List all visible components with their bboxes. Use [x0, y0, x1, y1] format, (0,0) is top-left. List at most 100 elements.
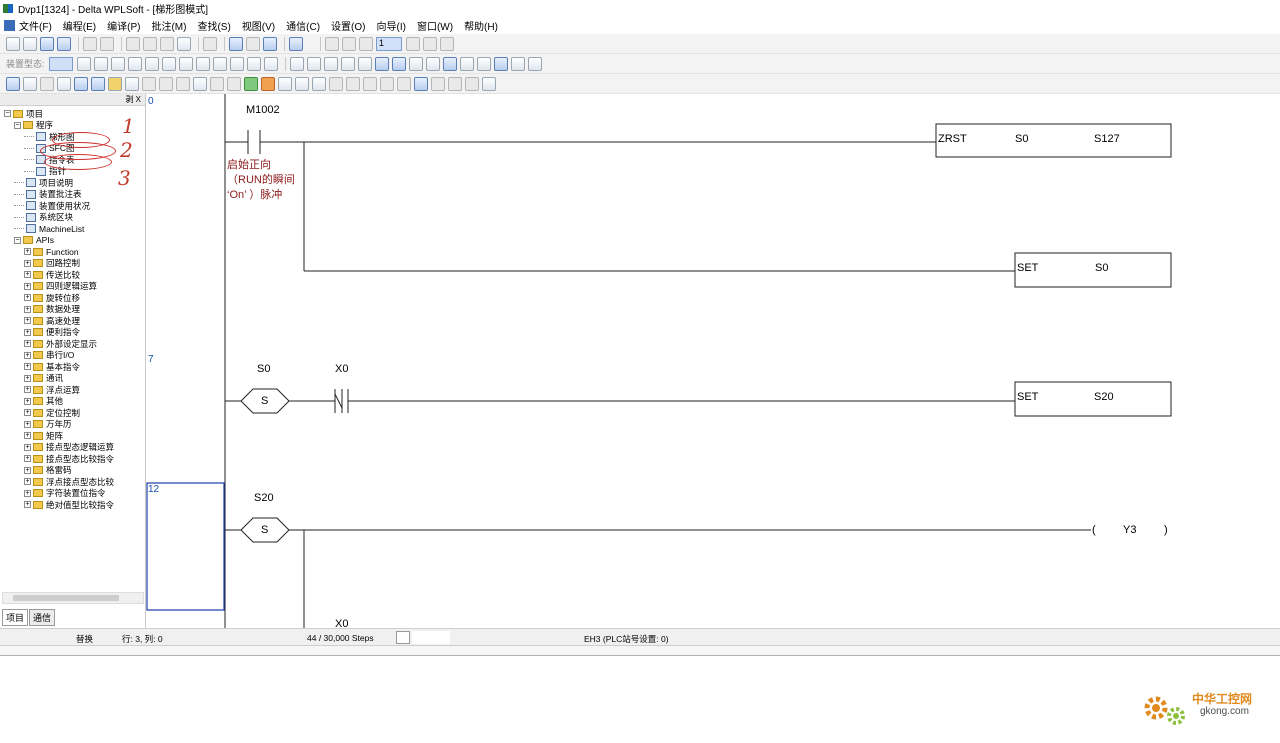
menu-file[interactable]: 文件(F)	[19, 21, 52, 33]
status-icon[interactable]	[278, 76, 292, 91]
parallel-falling-icon[interactable]	[195, 56, 210, 71]
transfer-icon[interactable]	[440, 36, 454, 51]
parallel-no-icon[interactable]	[144, 56, 159, 71]
network-icon[interactable]	[476, 56, 491, 71]
contact-nc-icon[interactable]	[93, 56, 108, 71]
expand-icon[interactable]: +	[24, 374, 31, 382]
zoom-in-icon[interactable]	[229, 36, 243, 51]
help-icon[interactable]	[289, 36, 303, 51]
expand-icon[interactable]: +	[24, 501, 31, 509]
tree-item[interactable]: 系统区块	[0, 212, 145, 224]
reset-icon[interactable]	[380, 76, 394, 91]
run-icon[interactable]	[244, 76, 258, 91]
zoom-out-icon[interactable]	[246, 36, 260, 51]
tree-item[interactable]: 装置批注表	[0, 189, 145, 201]
menu-compile[interactable]: 编译(P)	[107, 21, 141, 33]
contact-m1002[interactable]: M1002	[246, 104, 280, 116]
device-type-input[interactable]	[48, 56, 73, 71]
tree-item[interactable]: +回路控制	[0, 258, 145, 270]
horizontal-line-icon[interactable]	[246, 56, 261, 71]
menu-edit[interactable]: 编程(E)	[62, 21, 97, 33]
expand-icon[interactable]: +	[24, 363, 31, 371]
write-plc-icon[interactable]	[159, 76, 173, 91]
expand-icon[interactable]: +	[24, 328, 31, 336]
tree-item[interactable]: −程序	[0, 120, 145, 132]
coil-y3[interactable]: Y3	[1123, 524, 1137, 536]
collapse-icon[interactable]: −	[14, 236, 21, 244]
paste-icon[interactable]	[160, 36, 174, 51]
monitor-stop-icon[interactable]	[406, 36, 420, 51]
panel-close-icon[interactable]: 剥 X	[125, 95, 141, 104]
expand-icon[interactable]: +	[24, 282, 31, 290]
decompile-icon[interactable]	[40, 76, 54, 91]
tree-item[interactable]: +定位控制	[0, 407, 145, 419]
tree-item[interactable]: +其他	[0, 396, 145, 408]
tree-item[interactable]: +高速处理	[0, 315, 145, 327]
tree-item[interactable]: +数据处理	[0, 304, 145, 316]
expand-icon[interactable]: +	[24, 409, 31, 417]
sfc-icon[interactable]	[391, 56, 406, 71]
find-device-icon[interactable]	[431, 76, 445, 91]
comment-mode-icon[interactable]	[425, 56, 440, 71]
tree-item[interactable]: +矩阵	[0, 430, 145, 442]
timing-chart-icon[interactable]	[414, 76, 428, 91]
menu-window[interactable]: 窗口(W)	[416, 21, 454, 33]
invert-icon[interactable]	[289, 56, 304, 71]
save-icon[interactable]	[40, 36, 54, 51]
book-icon[interactable]	[493, 56, 508, 71]
step-stop-icon[interactable]	[342, 36, 356, 51]
contact-falling-icon[interactable]	[127, 56, 142, 71]
grid-icon[interactable]	[527, 56, 542, 71]
expand-icon[interactable]: +	[24, 443, 31, 451]
tree-item[interactable]: +绝对值型比较指令	[0, 499, 145, 511]
tree-item[interactable]: 项目说明	[0, 177, 145, 189]
expand-icon[interactable]: +	[24, 259, 31, 267]
instruction-set-s0[interactable]: SET	[1017, 262, 1039, 274]
expand-icon[interactable]: +	[24, 317, 31, 325]
sidebar-horizontal-scrollbar[interactable]	[2, 592, 144, 604]
device-monitor-icon[interactable]	[295, 76, 309, 91]
vertical-line-icon[interactable]	[263, 56, 278, 71]
force-on-icon[interactable]	[329, 76, 343, 91]
print-preview-icon[interactable]	[465, 76, 479, 91]
print-icon[interactable]	[57, 36, 71, 51]
instruction-set-s20[interactable]: SET	[1017, 391, 1039, 403]
scrollbar-thumb[interactable]	[13, 595, 119, 601]
ret-icon[interactable]	[357, 56, 372, 71]
settings-icon[interactable]	[482, 76, 496, 91]
menu-wizard[interactable]: 向导(I)	[376, 21, 406, 33]
expand-icon[interactable]: +	[24, 397, 31, 405]
menu-search[interactable]: 查找(S)	[197, 21, 231, 33]
contact-x0-next[interactable]: X0	[335, 618, 349, 628]
tree-item[interactable]: +Function	[0, 246, 145, 258]
expand-icon[interactable]: +	[24, 466, 31, 474]
parallel-rising-icon[interactable]	[178, 56, 193, 71]
expand-icon[interactable]: +	[24, 420, 31, 428]
stl-s0-label[interactable]: S0	[257, 363, 271, 375]
expand-icon[interactable]: +	[24, 432, 31, 440]
expand-icon[interactable]: +	[24, 271, 31, 279]
tree-item[interactable]: +通讯	[0, 373, 145, 385]
expand-icon[interactable]: +	[24, 478, 31, 486]
ladder-mode-icon[interactable]	[408, 56, 423, 71]
tree-item[interactable]: +旋转位移	[0, 292, 145, 304]
read-plc-icon[interactable]	[142, 76, 156, 91]
pin-icon[interactable]	[176, 76, 190, 91]
collapse-icon[interactable]: −	[4, 110, 11, 118]
expand-icon[interactable]: +	[24, 340, 31, 348]
table-view-icon[interactable]	[91, 76, 105, 91]
stop-icon[interactable]	[261, 76, 275, 91]
keypad-icon[interactable]	[510, 56, 525, 71]
menu-help[interactable]: 帮助(H)	[464, 21, 498, 33]
contact-no-icon[interactable]	[76, 56, 91, 71]
expand-icon[interactable]: +	[24, 305, 31, 313]
collapse-icon[interactable]: −	[14, 121, 21, 129]
menu-view[interactable]: 视图(V)	[241, 21, 276, 33]
check-icon[interactable]	[57, 76, 71, 91]
tree-item[interactable]: MachineList	[0, 223, 145, 235]
tree-item[interactable]: +接点型态比较指令	[0, 453, 145, 465]
tree-item[interactable]: 装置使用状况	[0, 200, 145, 212]
menu-comment[interactable]: 批注(M)	[151, 21, 187, 33]
refresh-icon[interactable]	[423, 36, 437, 51]
tree-item[interactable]: 指针	[0, 166, 145, 178]
